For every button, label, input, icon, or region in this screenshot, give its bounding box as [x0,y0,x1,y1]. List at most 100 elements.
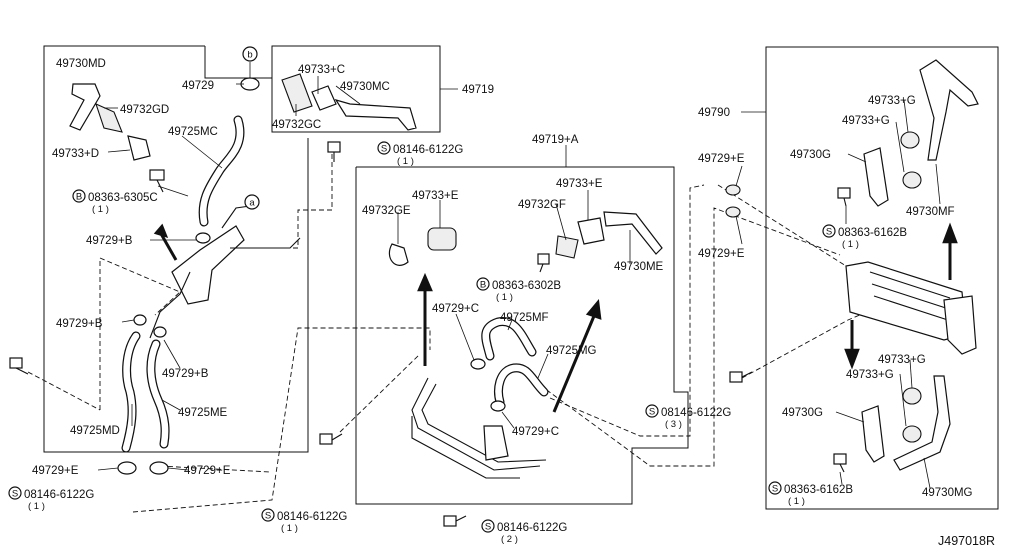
hard-line-mid [149,271,191,339]
diagram-code: J497018R [938,534,995,548]
route-right-1 [717,184,847,267]
svg-text:08146-6122G: 08146-6122G [497,522,567,534]
down-arrow-right [844,348,860,370]
label-49733E-2: 49733+E [556,178,603,190]
label-49732GC: 49732GC [272,119,321,131]
center-bracket [171,225,245,305]
right-assembly-parts [725,59,979,473]
label-49729B-2: 49729+B [56,318,103,330]
clamp-49729B-b [133,314,147,326]
label-08363-6302B: B 08363-6302B ( 1 ) [476,277,561,303]
label-49730ME: 49730ME [614,261,664,273]
route-lower-left [132,327,431,513]
up-arrow-center-left [417,272,433,292]
svg-text:( 1 ): ( 1 ) [397,156,414,167]
label-49725MD: 49725MD [70,425,120,437]
svg-text:S: S [381,144,387,155]
route-center-right-2 [549,184,705,437]
label-08146-6122G-d: S 08146-6122G ( 2 ) [481,519,567,545]
clamp-49729-top [240,62,260,91]
bolt-08363-6302B [537,253,550,273]
svg-text:08363-6162B: 08363-6162B [838,227,907,239]
label-49733C: 49733+C [298,64,345,76]
svg-text:S: S [772,484,778,495]
ref-marker-b: b [242,46,258,62]
up-arrow-center-right [585,298,602,320]
svg-text:( 1 ): ( 1 ) [842,239,859,250]
bolt-08146-6122G-top [327,141,341,162]
bolt-08146-6122G-right [729,371,753,383]
svg-text:S: S [485,522,491,533]
label-49725ME: 49725ME [178,407,228,419]
left-assembly-parts [9,62,417,475]
label-49730MC: 49730MC [340,81,390,93]
hard-line-upper [221,205,301,249]
clamp-49733G-top [900,131,922,189]
label-49733G-4: 49733+G [846,369,894,381]
bracket-49730MC [334,98,417,131]
label-08363-6162B-2: S 08363-6162B ( 1 ) [768,481,853,507]
clamp-49733E-left [427,227,457,251]
group-frames [43,45,999,510]
left-assembly-frame-top [204,46,272,79]
route-center-up [339,353,421,433]
svg-text:S: S [826,227,832,238]
svg-text:08363-6305C: 08363-6305C [88,192,158,204]
label-49790: 49790 [698,107,730,119]
label-08146-6122G-a: S 08146-6122G ( 1 ) [8,486,94,512]
label-49732GD: 49732GD [120,104,169,116]
route-upper [205,152,333,249]
bolt-08146-6122G-center-left [319,433,343,445]
label-49733G-2: 49733+G [842,115,890,127]
bracket-49730MD [69,83,101,131]
svg-text:( 1 ): ( 1 ) [496,292,513,303]
label-08363-6305C: B 08363-6305C ( 1 ) [72,189,158,215]
grommet-49730G-bottom [861,405,885,463]
svg-text:B: B [76,192,82,203]
clamp-49729E-right-a [725,184,741,196]
clamp-49733D [127,135,151,161]
cooler-end-bracket [943,295,977,355]
group-leader-lines [97,76,941,489]
label-08146-6122G-e: S 08146-6122G ( 3 ) [645,404,731,430]
label-49729-top: 49729 [182,80,214,92]
svg-text:08363-6162B: 08363-6162B [784,484,853,496]
cooler-fins [869,271,955,323]
grommet-49732GF [555,235,579,259]
bolt-08146-6122G-center-bottom [443,515,467,527]
svg-text:( 3 ): ( 3 ) [665,419,682,430]
label-49730G-1: 49730G [790,149,831,161]
left-assembly-frame [43,45,309,453]
svg-text:( 1 ): ( 1 ) [788,496,805,507]
clamp-49729B-a [195,232,211,244]
label-49729C-1: 49729+C [432,303,479,315]
label-49729E-3: 49729+E [698,153,745,165]
label-49729C-2: 49729+C [512,426,559,438]
label-49732GF: 49732GF [518,199,566,211]
route-center-down [159,465,271,473]
label-49730G-2: 49730G [782,407,823,419]
svg-text:S: S [12,489,18,500]
label-49730MD: 49730MD [56,58,106,70]
svg-text:( 1 ): ( 1 ) [281,523,298,534]
bolt-08363-6305C [149,169,165,193]
bracket-49730MG [893,375,951,471]
label-49729E-2: 49729+E [184,465,231,477]
bolt-08363-6162B-top [837,187,851,207]
clamp-49729C-a [470,358,486,370]
right-assembly-frame [765,46,999,510]
group-markers: b a [242,46,260,210]
clamp-49733G-bottom [902,387,922,443]
label-49733G-1: 49733+G [868,95,916,107]
label-49730MF: 49730MF [906,206,955,218]
svg-text:08146-6122G: 08146-6122G [393,144,463,156]
label-49733E-1: 49733+E [412,190,459,202]
bolt-08146-6122G-left [9,357,29,375]
grommet-49730G-top [863,147,889,207]
label-49729B-1: 49729+B [86,235,133,247]
center-assembly-parts [319,211,663,527]
bolt-08363-6162B-bottom [833,453,847,473]
route-left-loop [99,257,181,410]
label-49725MC: 49725MC [168,126,218,138]
